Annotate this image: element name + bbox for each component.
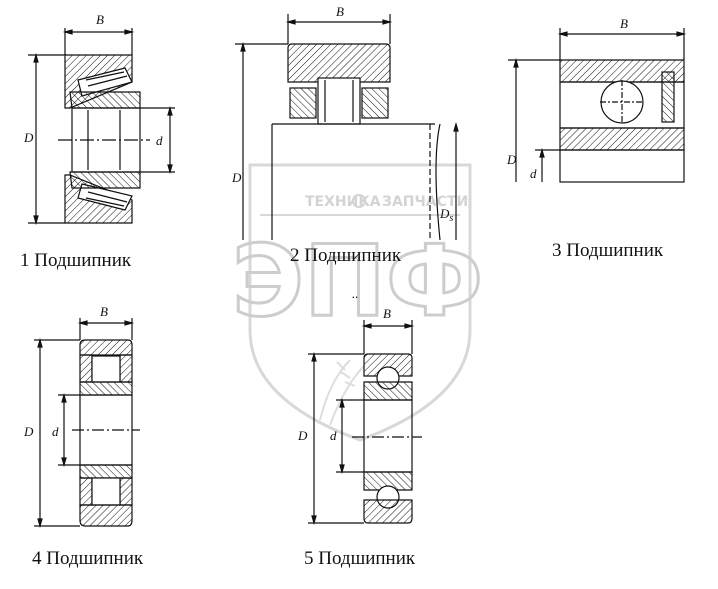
bearing-5-outer-diameter-label: D [297, 428, 308, 443]
bearing-4-outer-diameter-label: D [23, 424, 34, 439]
watermark-logo-text: ЭПФ [232, 225, 483, 339]
bearing-1-width-label: B [96, 12, 104, 27]
bearing-3-drawing [508, 28, 687, 183]
bearing-4-width-label: B [100, 304, 108, 319]
bearing-5-width-label: B [383, 306, 391, 321]
bearing-1-drawing [28, 28, 175, 226]
bearing-2-outer-diameter-label: D [231, 170, 242, 185]
bearing-2-drawing [235, 14, 459, 241]
bearing-2-width-label: B [336, 4, 344, 19]
watermark-logo: ТЕХНИКА ЗАПЧАСТИ ЭПФ [231, 163, 485, 442]
watermark-tagline-right: ЗАПЧАСТИ [382, 194, 468, 210]
gear-icon [352, 194, 366, 208]
bearing-3-outer-diameter-label: D [506, 152, 517, 167]
bearing-5-bore-label: d [330, 428, 337, 443]
bearing-1-caption: 1 Подшипник [20, 250, 132, 271]
bearing-4-drawing [34, 318, 140, 529]
bearing-4-caption: 4 Подшипник [32, 548, 144, 569]
bearing-1-bore-label: d [156, 133, 163, 148]
bearing-3-bore-label: d [530, 166, 537, 181]
wheat-icon [319, 359, 366, 426]
bearing-2-caption: 2 Подшипник [290, 245, 402, 266]
bearing-5-drawing [308, 320, 422, 526]
bearing-1-outer-diameter-label: D [23, 130, 34, 145]
bearing-5-caption: 5 Подшипник [304, 548, 416, 569]
bearing-2-shaft-diameter-label: Ds [439, 206, 453, 224]
watermark-tagline-left: ТЕХНИКА [305, 194, 381, 210]
bearing-3-caption: 3 Подшипник [552, 240, 664, 261]
bearing-4-bore-label: d [52, 424, 59, 439]
bearing-2-mark: .. [352, 286, 359, 301]
bearing-3-width-label: B [620, 16, 628, 31]
